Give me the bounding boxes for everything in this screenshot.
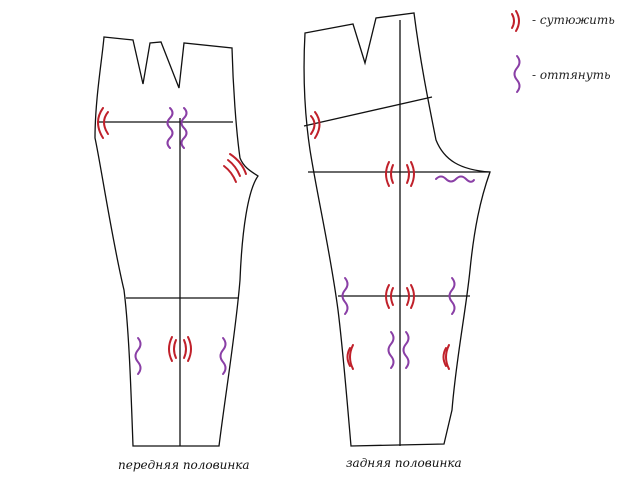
legend-stretch-label: - оттянуть — [532, 68, 611, 82]
back-hip-line — [303, 96, 433, 127]
stretch-mark-front-lower-right — [219, 337, 227, 375]
stretch-mark-back-crotch — [435, 175, 475, 183]
legend-symbols — [511, 10, 521, 93]
back-half-caption: задняя половинка — [346, 456, 462, 470]
shrink-mark-back-lower-left — [346, 344, 354, 370]
stretch-mark-front-hip-right — [180, 107, 188, 149]
front-outline — [94, 36, 259, 447]
back-outline — [303, 12, 491, 447]
legend-stretch-icon — [513, 55, 521, 93]
shrink-mark-back-crotch-line — [385, 161, 415, 187]
shrink-mark-front-side — [97, 107, 109, 139]
shrink-mark-back-knee-line — [385, 284, 415, 309]
shrink-mark-back-side — [310, 111, 321, 139]
front-half-pattern — [94, 36, 259, 447]
stretch-marks — [134, 107, 475, 375]
stretch-mark-front-lower-left — [134, 337, 142, 375]
stretch-mark-back-lower-center-right — [402, 331, 410, 369]
shrink-marks — [97, 107, 450, 370]
shrink-mark-front-knee — [168, 336, 192, 362]
stretch-mark-front-hip-left — [166, 107, 174, 149]
front-half-caption: передняя половинка — [118, 458, 250, 472]
legend-shrink-icon — [511, 10, 520, 32]
stretch-mark-back-knee-left — [341, 277, 349, 315]
shrink-mark-back-lower-right — [442, 344, 450, 370]
stretch-mark-back-lower-center-left — [387, 331, 395, 369]
stretch-mark-back-knee-right — [448, 277, 456, 315]
shrink-mark-front-crotch — [223, 153, 247, 183]
legend-shrink-label: - сутюжить — [532, 13, 615, 27]
back-half-pattern — [303, 12, 491, 447]
